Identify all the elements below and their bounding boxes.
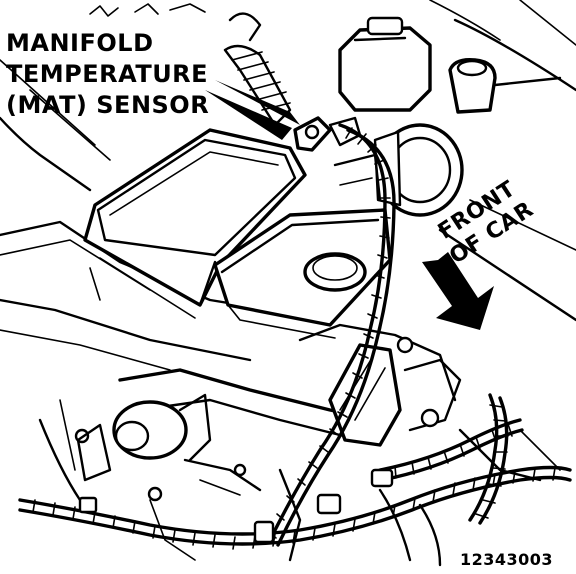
mat-sensor-label: MANIFOLD TEMPERATURE (MAT) SENSOR <box>6 28 209 121</box>
top-detail-marks <box>89 3 262 42</box>
front-of-car-arrow <box>422 252 494 330</box>
mat-label-line-2: TEMPERATURE <box>6 60 209 88</box>
mat-label-line-1: MANIFOLD <box>6 29 154 57</box>
air-intake-duct <box>223 44 292 127</box>
throttle-plenum <box>213 208 392 339</box>
wiring-harness <box>18 123 572 567</box>
figure-number: 12343003 <box>460 550 554 569</box>
egr-valve <box>74 393 212 482</box>
mat-label-line-3: (MAT) SENSOR <box>6 91 210 119</box>
engine-lower-structure <box>38 399 561 562</box>
coolant-reservoir <box>333 153 382 202</box>
callout-arrow <box>205 80 300 140</box>
air-cleaner-housing <box>83 128 307 319</box>
mat-sensor <box>293 116 362 152</box>
brake-reservoir <box>338 16 562 114</box>
